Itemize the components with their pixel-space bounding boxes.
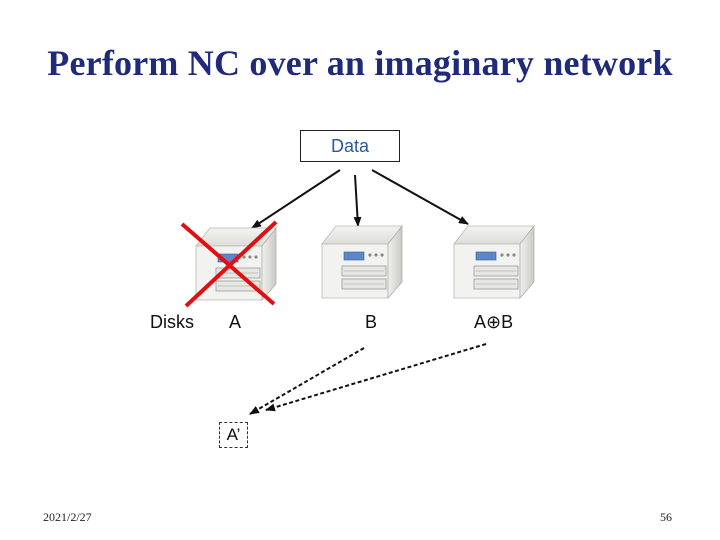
disk-axorb-icon: [454, 226, 534, 298]
disk-b-label: B: [365, 312, 377, 333]
recovered-disk-box: A’: [219, 422, 248, 448]
arrow-data-to-b: [355, 175, 358, 226]
dashed-arrow-b-to-aprime: [250, 348, 364, 414]
arrow-data-to-a: [252, 170, 340, 228]
disk-b-icon: [322, 226, 402, 298]
slide-date: 2021/2/27: [43, 510, 92, 525]
dashed-arrow-axorb-to-aprime: [266, 344, 486, 410]
disks-label: Disks: [150, 312, 194, 333]
slide-page-number: 56: [660, 510, 672, 525]
disk-axorb-label: A⊕B: [474, 312, 513, 333]
disk-a-icon: [196, 228, 276, 300]
disk-a-label: A: [229, 312, 241, 333]
arrow-data-to-axorb: [372, 170, 468, 224]
